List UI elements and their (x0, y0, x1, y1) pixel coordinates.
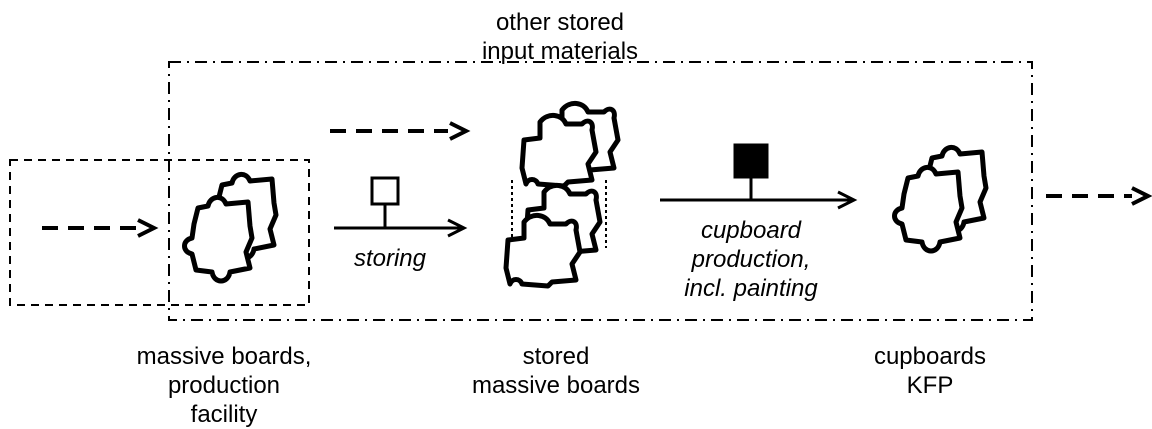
storing-process (334, 176, 468, 238)
cupboards-icon (895, 147, 987, 251)
cupboards-label: cupboards KFP (873, 343, 987, 399)
system-boundary (168, 61, 1033, 321)
cupboard-production-label: cupboard production, incl. painting (684, 217, 818, 302)
stored-boards-label: stored massive boards (471, 343, 641, 399)
production-marker-icon (733, 143, 769, 179)
other-inputs-arrow (330, 121, 471, 141)
storing-label: storing (353, 245, 427, 272)
massive-boards-icon (185, 174, 277, 281)
storing-marker-icon (370, 176, 400, 206)
input-arrow (42, 218, 159, 238)
output-arrow (1046, 186, 1152, 206)
facility-boundary (9, 159, 310, 306)
stored-boards-icon (506, 103, 618, 286)
production-process (660, 143, 858, 210)
massive-boards-label: massive boards, production facility (136, 343, 312, 428)
other-inputs-label: other stored input materials (481, 9, 639, 65)
